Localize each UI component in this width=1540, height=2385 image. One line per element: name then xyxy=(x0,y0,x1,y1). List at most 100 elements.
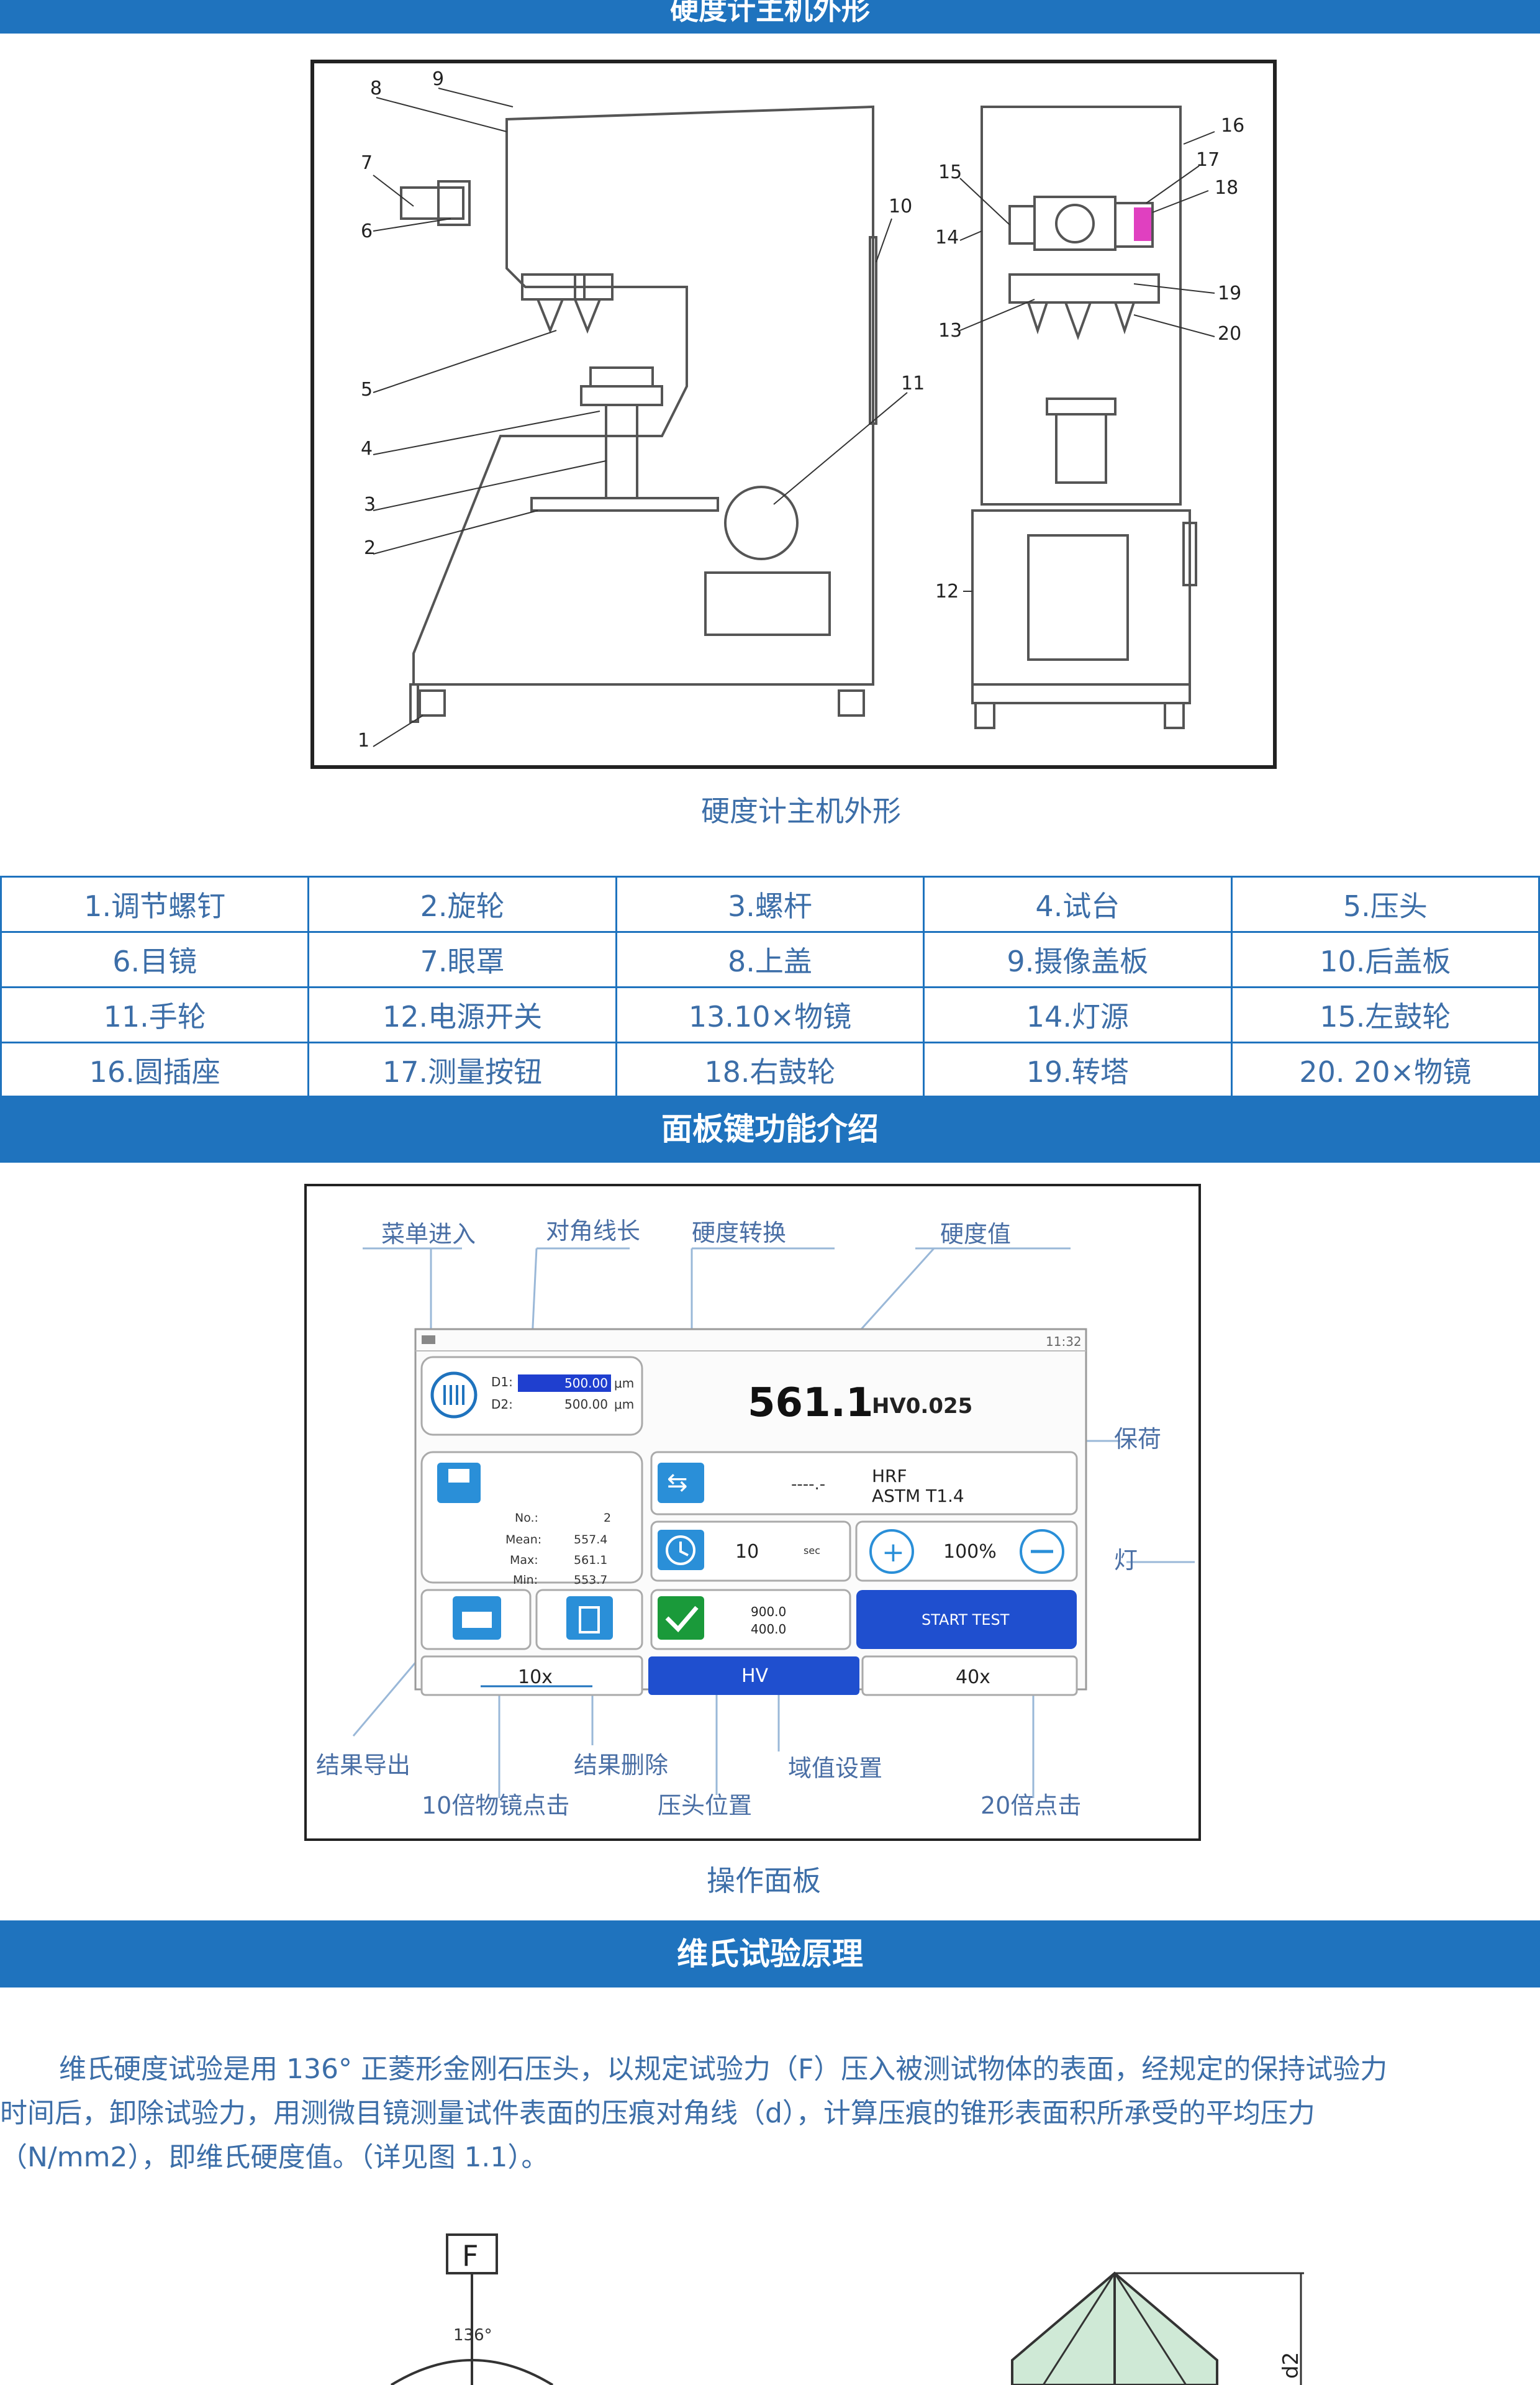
machine-label-9: 9 xyxy=(432,68,444,90)
svg-text:⇆: ⇆ xyxy=(667,1468,688,1497)
machine-label-4: 4 xyxy=(361,438,373,460)
stats-label: No.: xyxy=(515,1511,538,1525)
section-title-panel: 面板键功能介绍 xyxy=(661,1111,879,1147)
table-cell: 9.摄像盖板 xyxy=(923,931,1233,988)
stats-label: Max: xyxy=(510,1553,538,1567)
section-header-panel: 面板键功能介绍 xyxy=(0,1096,1540,1163)
machine-label-2: 2 xyxy=(364,537,376,559)
conversion-button[interactable] xyxy=(650,1451,1078,1515)
callout-export: 结果导出 xyxy=(316,1751,410,1779)
principle-line: 维氏硬度试验是用 136° 正菱形金刚石压头，以规定试验力（F）压入被测试物体的… xyxy=(59,2053,1388,2085)
plus-icon[interactable] xyxy=(869,1529,914,1574)
lamp-value: 100% xyxy=(943,1541,997,1563)
machine-label-20: 20 xyxy=(1218,323,1241,345)
force-label: F xyxy=(462,2239,478,2273)
machine-label-10: 10 xyxy=(889,196,912,217)
hardness-scale: HV0.025 xyxy=(872,1394,972,1419)
table-cell: 16.圆插座 xyxy=(0,1042,310,1099)
stats-value: 553.7 xyxy=(574,1573,607,1587)
d1-unit: μm xyxy=(614,1376,634,1391)
machine-label-5: 5 xyxy=(361,379,373,401)
principle-line: 时间后，卸除试验力，用测微目镜测量试件表面的压痕对角线（d），计算压痕的锥形表面… xyxy=(0,2097,1315,2129)
table-cell: 19.转塔 xyxy=(923,1042,1233,1099)
table-row: 6.目镜 7.眼罩 8.上盖 9.摄像盖板 10.后盖板 xyxy=(0,931,1540,988)
table-cell: 17.测量按钮 xyxy=(307,1042,617,1099)
check-icon xyxy=(658,1596,704,1640)
parts-table: 1.调节螺钉 2.旋轮 3.螺杆 4.试台 5.压头 6.目镜 7.眼罩 8.上… xyxy=(0,876,1540,1099)
machine-label-1: 1 xyxy=(358,730,369,752)
panel-caption: 操作面板 xyxy=(707,1864,821,1897)
obj10-label: 10x xyxy=(518,1666,553,1688)
threshold-lo: 400.0 xyxy=(751,1622,786,1637)
principle-line: （N/mm2），即维氏硬度值。（详见图 1.1）。 xyxy=(0,2142,549,2173)
dwell-value: 10 xyxy=(735,1541,759,1563)
machine-label-11: 11 xyxy=(901,373,925,394)
callout-menu: 菜单进入 xyxy=(381,1220,476,1248)
machine-label-6: 6 xyxy=(361,220,373,242)
table-cell: 4.试台 xyxy=(923,876,1233,933)
callout-obj20: 20倍点击 xyxy=(981,1792,1081,1819)
table-cell: 3.螺杆 xyxy=(615,876,925,933)
machine-diagram-frame: 1 2 3 4 5 6 7 8 9 10 11 12 13 14 15 16 1… xyxy=(310,60,1277,769)
callout-conversion: 硬度转换 xyxy=(692,1219,786,1247)
table-cell: 8.上盖 xyxy=(615,931,925,988)
callout-indenter: 压头位置 xyxy=(658,1792,752,1819)
save-icon[interactable] xyxy=(437,1463,481,1503)
table-cell: 15.左鼓轮 xyxy=(1230,986,1540,1043)
principle-paragraph: 维氏硬度试验是用 136° 正菱形金刚石压头，以规定试验力（F）压入被测试物体的… xyxy=(0,2047,1540,2179)
machine-caption: 硬度计主机外形 xyxy=(701,794,901,828)
section-header-main: 硬度计主机外形 xyxy=(0,0,1540,34)
angle-label: 136° xyxy=(453,2326,492,2345)
conversion-standard: ASTM T1.4 xyxy=(872,1486,964,1506)
machine-label-15: 15 xyxy=(938,161,962,183)
obj20-label: 40x xyxy=(956,1666,990,1688)
machine-label-17: 17 xyxy=(1196,149,1220,171)
dwell-unit: sec xyxy=(804,1545,820,1556)
table-cell: 13.10×物镜 xyxy=(615,986,925,1043)
callout-obj10: 10倍物镜点击 xyxy=(422,1792,569,1819)
menu-icon[interactable] xyxy=(422,1335,435,1344)
hardness-value: 561.1 xyxy=(748,1380,873,1426)
d2-unit: μm xyxy=(614,1397,634,1412)
obj20-button[interactable] xyxy=(861,1655,1078,1696)
table-cell: 14.灯源 xyxy=(923,986,1233,1043)
conversion-scale: HRF xyxy=(872,1466,907,1486)
trash-icon xyxy=(566,1596,613,1640)
start-test-button[interactable] xyxy=(856,1590,1077,1649)
callout-hardness: 硬度值 xyxy=(940,1220,1011,1248)
d2-label: D2: xyxy=(491,1397,513,1412)
table-cell: 2.旋轮 xyxy=(307,876,617,933)
stats-value: 2 xyxy=(604,1511,611,1525)
table-cell: 18.右鼓轮 xyxy=(615,1042,925,1099)
threshold-hi: 900.0 xyxy=(751,1604,786,1619)
machine-label-8: 8 xyxy=(370,78,382,99)
table-cell: 6.目镜 xyxy=(0,931,310,988)
table-cell: 20. 20×物镜 xyxy=(1230,1042,1540,1099)
machine-label-19: 19 xyxy=(1218,283,1241,304)
callout-lamp: 灯 xyxy=(1114,1547,1138,1574)
panel-diagram-frame: 菜单进入 对角线长 硬度转换 硬度值 保荷 灯 结果导出 结果删除 域值设置 1… xyxy=(304,1184,1201,1841)
menu-button[interactable] xyxy=(430,1371,478,1419)
panel-diagram: 菜单进入 对角线长 硬度转换 硬度值 保荷 灯 结果导出 结果删除 域值设置 1… xyxy=(316,1217,1195,1819)
callout-dwell: 保荷 xyxy=(1114,1425,1161,1453)
hv-button[interactable] xyxy=(648,1656,859,1695)
stats-value: 557.4 xyxy=(574,1533,607,1547)
callout-delete: 结果删除 xyxy=(574,1751,668,1779)
d1-value: 500.00 xyxy=(564,1376,608,1391)
d2-value: 500.00 xyxy=(564,1397,608,1412)
lamp-control xyxy=(855,1520,1078,1582)
table-cell: 5.压头 xyxy=(1230,876,1540,933)
stats-value: 561.1 xyxy=(574,1553,607,1567)
section-title-main: 硬度计主机外形 xyxy=(670,0,870,26)
table-cell: 12.电源开关 xyxy=(307,986,617,1043)
machine-label-13: 13 xyxy=(938,320,962,342)
table-row: 16.圆插座 17.测量按钮 18.右鼓轮 19.转塔 20. 20×物镜 xyxy=(0,1042,1540,1099)
section-header-principle: 维氏试验原理 xyxy=(0,1920,1540,1988)
d1-label: D1: xyxy=(491,1374,513,1389)
screen-time: 11:32 xyxy=(1046,1334,1082,1349)
svg-text:+: + xyxy=(882,1537,905,1568)
d1-field[interactable] xyxy=(518,1374,611,1392)
table-row: 11.手轮 12.电源开关 13.10×物镜 14.灯源 15.左鼓轮 xyxy=(0,986,1540,1043)
vickers-figure: F 136° d2 xyxy=(390,2233,1304,2385)
swap-icon xyxy=(658,1463,704,1503)
